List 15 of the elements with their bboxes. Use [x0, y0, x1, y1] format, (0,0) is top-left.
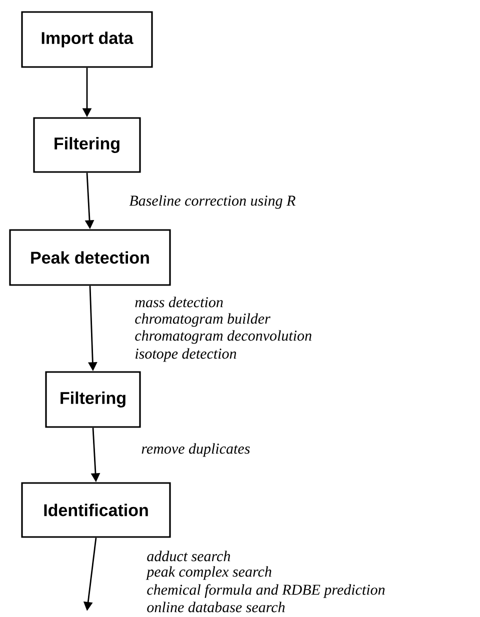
- step-note: mass detection: [135, 296, 223, 308]
- process-box: Filtering: [33, 117, 141, 173]
- step-note: chromatogram deconvolution: [135, 330, 312, 344]
- process-box: Peak detection: [9, 229, 171, 286]
- edge-label: remove duplicates: [140, 442, 252, 458]
- step-note: adduct search: [147, 550, 230, 562]
- step-note: chemical formula and RDBE prediction: [147, 584, 385, 598]
- edge-label: Baseline correction using R: [128, 194, 297, 210]
- step-note: peak complex search: [146, 566, 272, 580]
- step-note: online database search: [147, 602, 285, 612]
- step-note: chromatogram builder: [135, 313, 270, 327]
- process-box: Identification: [21, 482, 171, 538]
- process-box: Filtering: [45, 371, 141, 428]
- process-box: Import data: [21, 11, 153, 68]
- step-note: isotope detection: [136, 348, 236, 362]
